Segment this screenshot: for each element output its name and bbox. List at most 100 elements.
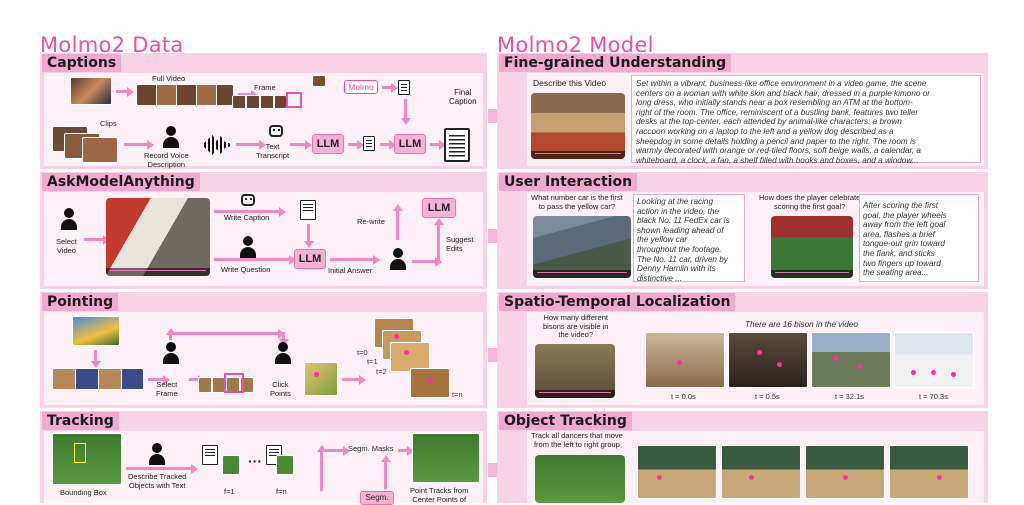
arrow [171,328,285,339]
fn-label: f=n [276,487,287,496]
arrow [148,374,170,385]
bison-frame-4 [894,332,974,388]
bison-point [677,360,682,365]
llm-box-4: LLM [422,198,456,218]
bison-video-thumb[interactable] [535,344,615,398]
clicker-person-icon [274,342,292,364]
rewrite-label: Re-write [357,217,385,226]
arrow [303,224,314,248]
tracking-heading: Tracking [42,412,119,430]
describe-prompt: Describe this Video [533,78,607,88]
arrow [290,139,312,150]
describer-person-icon [148,443,166,465]
bison-point [911,370,916,375]
arrow [330,254,380,265]
arrow [382,82,398,93]
selector-person-icon [162,342,180,364]
selected-frame-highlight [224,373,244,393]
dancer-point [657,475,662,480]
arrow [126,463,198,474]
bison-point [833,356,838,361]
t0-label: t=0 [357,348,368,357]
arrow [412,256,442,267]
audio-wave-icon [204,135,232,155]
user-person-icon [60,208,78,230]
dancer-point [843,475,848,480]
llm-box-2: LLM [394,134,426,154]
soccer-video-thumb[interactable] [771,216,853,278]
frame-strip [232,95,287,109]
initial-answer-label: Initial Answer [328,266,373,275]
ellipsis: ··· [248,453,262,469]
arrow [400,99,411,125]
pointing-inner: Select Frame Click Points t=0 t=1 t=2 t=… [44,312,483,405]
bison-frame-3 [811,332,891,388]
soccer-answer-box: After scoring the first goal, the player… [859,194,979,282]
arrow [124,139,154,150]
bison-time-label: t = 32.1s [835,392,864,401]
object-tracking-panel: Object Tracking Track all dancers that m… [497,411,988,503]
bbox-outline [74,443,86,463]
spatio-temporal-inner: How many different bisons are visible in… [527,312,984,405]
ask-video-thumb[interactable] [106,198,210,276]
fine-grained-panel: Fine-grained Understanding Describe this… [497,53,988,169]
bison-frame-1 [645,332,725,388]
bison-frame-2 [728,332,808,388]
click-points-label: Click Points [270,380,291,398]
arrow [320,445,350,456]
record-voice-label: Record Voice Description [144,151,189,169]
frame-zoom [312,75,326,87]
arrow [430,139,446,150]
full-video-thumb [70,77,112,105]
write-caption-label: Write Caption [224,213,270,222]
bison-point [931,370,936,375]
writer-person-icon [239,236,257,258]
t1-label: t=1 [367,357,378,366]
user-interaction-heading: User Interaction [499,173,638,191]
clicked-frame-thumb [304,362,338,396]
llm-box-1: LLM [312,134,344,154]
arrow [433,218,444,262]
frame-label: Frame [254,83,276,92]
race-video-thumb[interactable] [533,216,631,278]
doc-icon [398,80,410,95]
user-interaction-inner: What number car is the first to pass the… [527,192,984,286]
robot-icon [269,125,283,137]
bison-point [857,364,862,369]
frames-strip [136,84,234,106]
pointing-frames-strip [52,368,144,390]
robot-icon [241,194,255,206]
bison-time-label: t = 0.5s [755,392,780,401]
frame-f1-thumb [222,455,240,475]
arrow [380,139,396,150]
arrow [392,204,403,240]
bbox-thumb [52,433,122,485]
spatio-temporal-panel: Spatio-Temporal Localization How many di… [497,292,988,408]
point-marker [394,334,399,339]
dancers-video-thumb[interactable] [535,455,625,503]
pointing-source-thumb [72,316,120,346]
f1-label: f=1 [224,487,235,496]
object-tracking-heading: Object Tracking [499,412,632,430]
race-question: What number car is the first to pass the… [531,193,623,211]
dancers-frame-1 [637,445,717,499]
dancer-point [937,475,942,480]
askmodel-panel: AskModelAnything Select Video Write Capt… [40,172,487,289]
point-tracks-label: Point Tracks from Center Points of [410,486,469,504]
race-answer-box: Looking at the racing action in the vide… [633,194,745,283]
point-marker [428,378,433,383]
bbox-label: Bounding Box [60,488,107,497]
user-interaction-panel: User Interaction What number car is the … [497,172,988,289]
doc-icon [363,136,375,151]
arrow [90,350,101,368]
office-video-thumb[interactable] [531,93,625,159]
arrow [398,445,414,456]
final-caption-label: Final Caption [449,88,477,106]
select-frame-label: Select Frame [156,380,178,398]
arrow [488,463,498,477]
caption-doc-icon [300,200,316,220]
reviewer-person-icon [389,248,407,270]
select-video-label: Select Video [56,237,77,255]
pointing-panel: Pointing Select Frame Click Points t=0 t… [40,292,487,408]
arrow [214,206,286,217]
